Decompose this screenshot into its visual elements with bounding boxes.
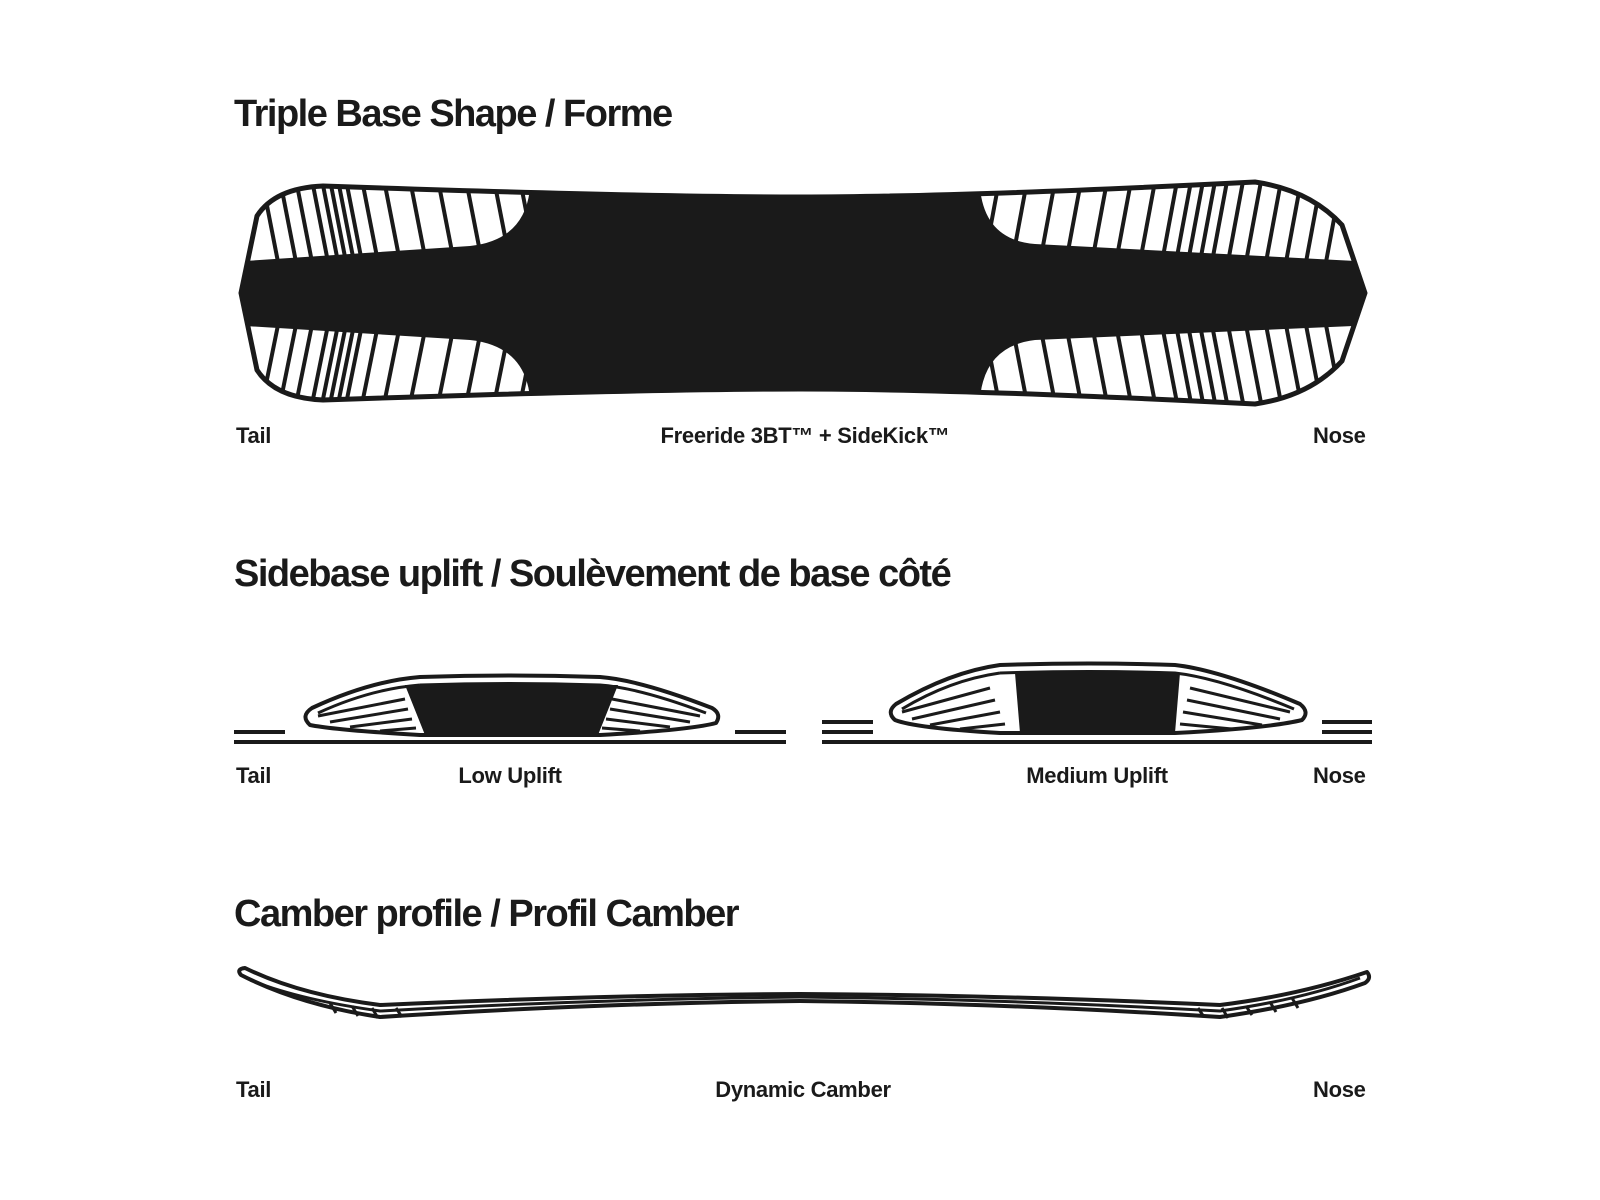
hatch-stroke — [1186, 324, 1206, 404]
hatch-stroke — [320, 182, 340, 263]
hatch-stroke — [294, 182, 314, 263]
low-uplift-hatching — [317, 697, 701, 733]
hatch-stroke — [1226, 182, 1246, 263]
hatch-stroke — [344, 324, 364, 404]
medium-uplift-section — [888, 661, 1308, 735]
hatch-stroke — [344, 182, 364, 263]
hatch-stroke — [1264, 324, 1284, 404]
shape-tech-label: Freeride 3BT™ + SideKick™ — [660, 423, 950, 448]
hatch-stroke — [1210, 182, 1230, 263]
medium-uplift-label: Medium Uplift — [1026, 763, 1168, 788]
hatch-stroke — [1226, 324, 1246, 404]
hatch-stroke — [328, 182, 348, 263]
hatch-stroke — [408, 182, 428, 263]
medium-uplift-hatching — [901, 686, 1291, 731]
hatch-stroke — [1174, 324, 1194, 404]
shape-tail-label: Tail — [236, 423, 272, 448]
hatch-stroke — [408, 324, 428, 404]
hatch-stroke — [294, 324, 314, 404]
uplift-tail-label: Tail — [236, 763, 272, 788]
shape-section-title: Triple Base Shape / Forme — [234, 93, 673, 135]
low-uplift-section — [303, 673, 721, 737]
hatch-stroke — [1114, 324, 1134, 404]
hatch-stroke — [1198, 324, 1218, 404]
hatch-stroke — [320, 324, 340, 404]
hatch-stroke — [360, 324, 380, 404]
hatch-stroke — [1160, 182, 1180, 263]
hatch-stroke — [1090, 324, 1110, 404]
camber-section-title: Camber profile / Profil Camber — [234, 893, 740, 935]
shape-nose-label: Nose — [1313, 423, 1366, 448]
uplift-section-title: Sidebase uplift / Soulèvement de base cô… — [234, 553, 952, 595]
hatch-stroke — [1198, 182, 1218, 263]
hatch-stroke — [382, 324, 402, 404]
hatch-stroke — [1160, 324, 1180, 404]
camber-hatching — [328, 997, 1300, 1019]
uplift-ground-lines — [234, 720, 1372, 744]
hatch-stroke — [336, 324, 356, 404]
hatch-stroke — [278, 324, 298, 404]
hatch-stroke — [1244, 324, 1264, 404]
uplift-nose-label: Nose — [1313, 763, 1366, 788]
hatch-stroke — [382, 182, 402, 263]
hatch-stroke — [1210, 324, 1230, 404]
camber-type-label: Dynamic Camber — [715, 1077, 891, 1102]
camber-board-profile — [237, 966, 1372, 1019]
hatch-stroke — [360, 182, 380, 263]
hatch-stroke — [310, 324, 330, 404]
camber-tail-label: Tail — [236, 1077, 272, 1102]
hatch-stroke — [1138, 324, 1158, 404]
hatch-stroke — [1264, 182, 1284, 263]
hatch-stroke — [1186, 182, 1206, 263]
camber-nose-label: Nose — [1313, 1077, 1366, 1102]
hatch-stroke — [328, 324, 348, 404]
hatch-stroke — [336, 182, 356, 263]
hatch-stroke — [1064, 324, 1084, 404]
low-uplift-label: Low Uplift — [458, 763, 562, 788]
hatch-stroke — [310, 182, 330, 263]
hatch-stroke — [1138, 182, 1158, 263]
hatch-stroke — [1174, 182, 1194, 263]
hatch-stroke — [1244, 182, 1264, 263]
center-base-fill — [241, 188, 1365, 398]
hatch-stroke — [1114, 182, 1134, 263]
